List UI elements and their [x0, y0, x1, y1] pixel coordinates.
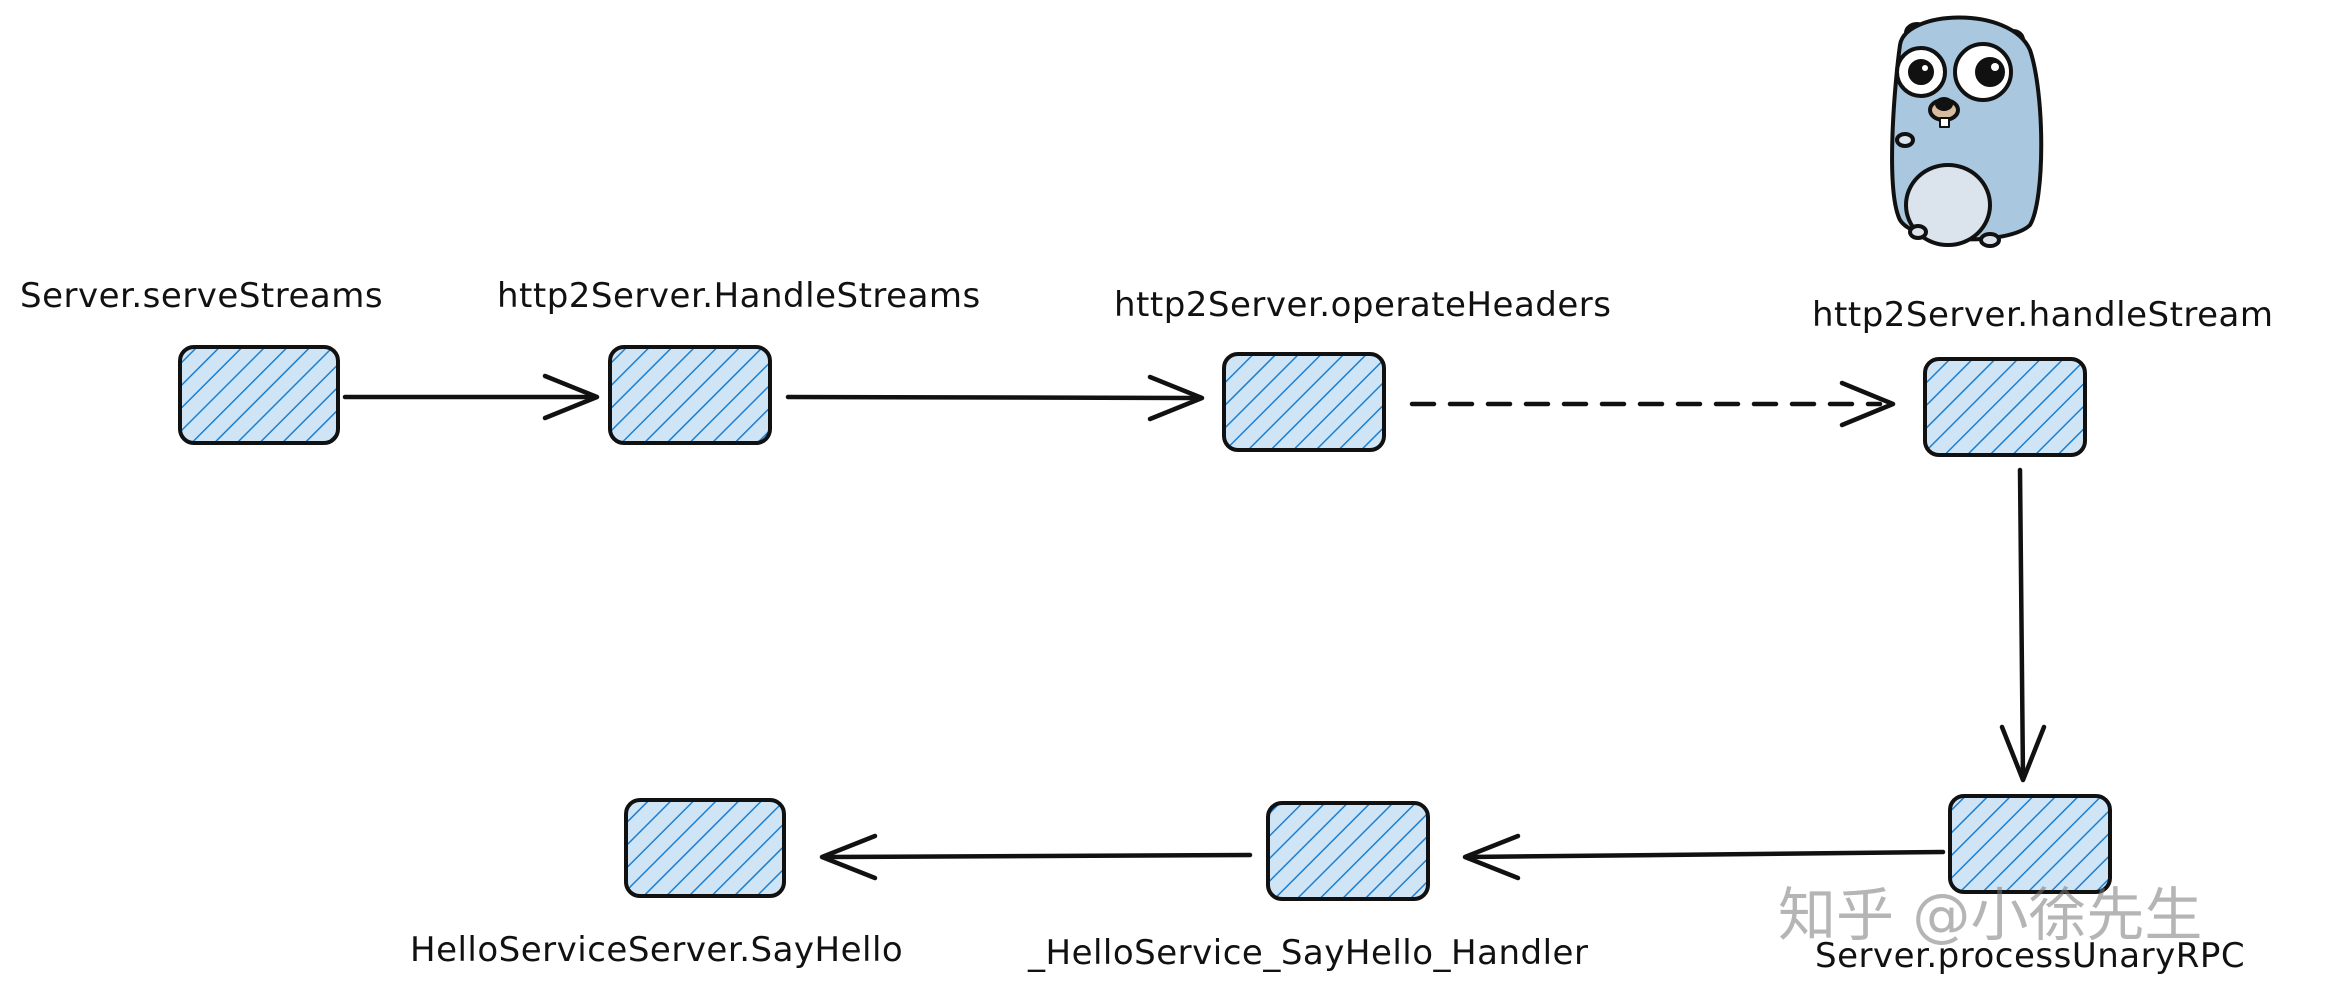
- arrow-n3-to-n4-dashed: [1409, 380, 1896, 428]
- node-box-helloservice-sayhello-handler: [1266, 801, 1430, 901]
- node-box-http2server-operateheaders: [1222, 352, 1386, 452]
- label-helloservice-sayhello-handler: _HelloService_SayHello_Handler: [1028, 933, 1589, 973]
- node-box-http2server-handlestreams: [608, 345, 772, 445]
- label-http2server-handlestreams: http2Server.HandleStreams: [497, 276, 981, 316]
- label-http2server-handlestream: http2Server.handleStream: [1812, 295, 2274, 335]
- label-server-processunaryrpc: Server.processUnaryRPC: [1815, 936, 2246, 976]
- go-gopher-mascot-icon: [1890, 15, 2044, 248]
- node-box-server-processunaryrpc: [1948, 794, 2112, 894]
- arrow-n2-to-n3: [785, 374, 1205, 422]
- label-http2server-operateheaders: http2Server.operateHeaders: [1114, 285, 1612, 325]
- arrow-n5-to-n6: [1462, 833, 1946, 881]
- arrow-n6-to-n7: [819, 833, 1253, 881]
- label-server-servestreams: Server.serveStreams: [20, 276, 384, 316]
- node-box-server-servestreams: [178, 345, 340, 445]
- node-box-http2server-handlestream: [1923, 357, 2087, 457]
- watermark-text: 知乎 @小徐先生: [1778, 881, 2203, 949]
- arrow-n4-to-n5: [1999, 467, 2047, 783]
- arrow-n1-to-n2: [342, 373, 600, 421]
- node-box-helloserviceserver-sayhello: [624, 798, 786, 898]
- label-helloserviceserver-sayhello: HelloServiceServer.SayHello: [410, 930, 904, 970]
